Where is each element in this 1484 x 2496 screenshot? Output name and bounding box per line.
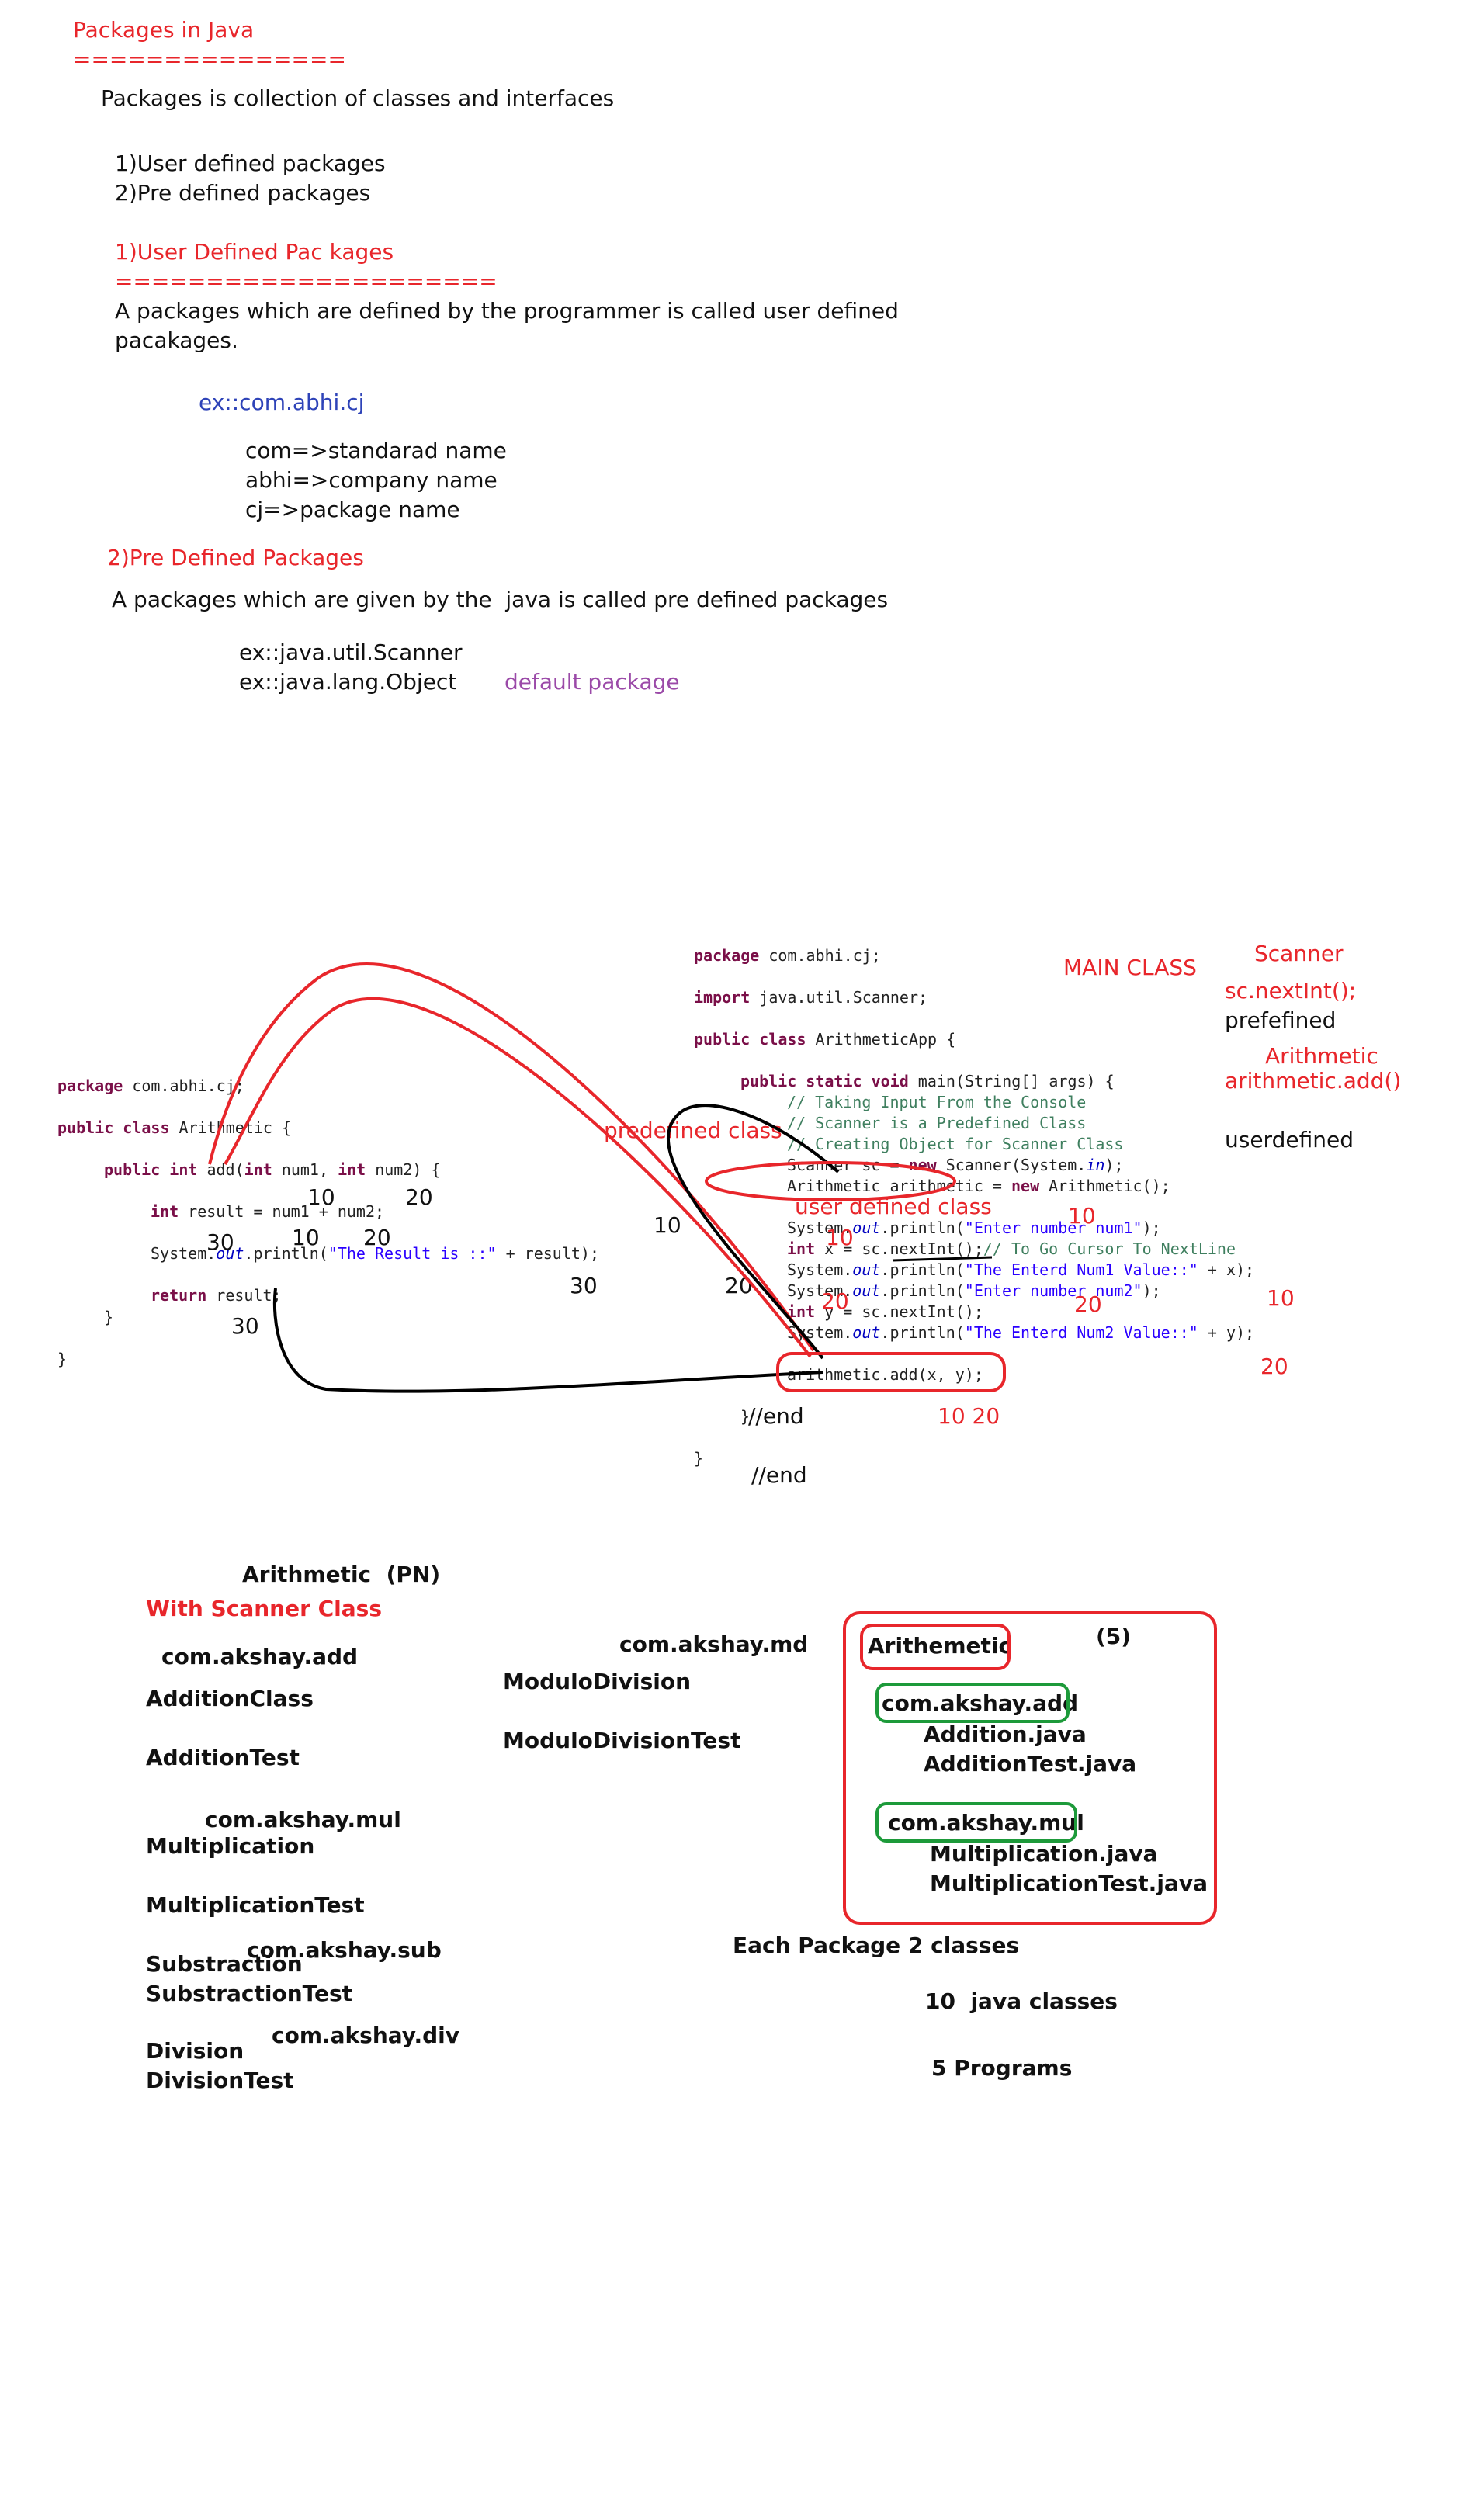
- next-int-label: sc.nextInt();: [1225, 978, 1357, 1004]
- user-defined-class-label: user defined class: [795, 1194, 992, 1219]
- pre-defined-example-2: ex::java.lang.Object: [239, 669, 457, 695]
- pkg-add-class: AdditionClass: [146, 1686, 314, 1711]
- project-count: (5): [1096, 1624, 1132, 1649]
- value-10-x: 10: [826, 1225, 854, 1250]
- value-10-print: 10: [1267, 1285, 1295, 1311]
- pkg-md-test: ModuloDivisionTest: [503, 1728, 741, 1753]
- app-code-line-5: Scanner sc = new Scanner(System.in);: [787, 1156, 1124, 1174]
- app-code-line-12: System.out.println("The Enterd Num2 Valu…: [787, 1323, 1255, 1342]
- type-item-2: 2)Pre defined packages: [115, 180, 371, 206]
- title-underline: ===============: [73, 47, 346, 72]
- red-arc-outer: [208, 962, 815, 1352]
- pkg-div-name: com.akshay.div: [272, 2023, 460, 2048]
- pkg-sub-test: SubstractionTest: [146, 1981, 353, 2006]
- pkg-div-class: Division: [146, 2038, 244, 2064]
- app-code-line-14: }: [740, 1407, 751, 1426]
- pre-defined-example-1: ex::java.util.Scanner: [239, 640, 463, 665]
- app-code-line-8: int x = sc.nextInt();// To Go Cursor To …: [787, 1239, 1236, 1258]
- pkg-add-test: AdditionTest: [146, 1745, 300, 1770]
- project-file-multiplication-test: MultiplicationTest.java: [930, 1870, 1208, 1896]
- value-10-param: 10: [307, 1184, 335, 1210]
- example-part-cj: cj=>package name: [245, 497, 460, 522]
- program-list-title: Arithmetic (PN): [242, 1562, 441, 1587]
- default-package-note: default package: [504, 669, 680, 695]
- user-defined-example: ex::com.abhi.cj: [199, 390, 365, 415]
- arith-code-line-2: public class Arithmetic {: [57, 1118, 292, 1137]
- app-comment-2: // Scanner is a Predefined Class: [787, 1114, 1087, 1132]
- value-10-arrow: 10: [654, 1212, 681, 1238]
- value-20-y: 20: [821, 1288, 849, 1314]
- userdefined-label: userdefined: [1225, 1127, 1354, 1153]
- pkg-add-name: com.akshay.add: [161, 1644, 359, 1669]
- value-20-num2: 20: [363, 1225, 391, 1250]
- value-10-20-call: 10 20: [938, 1403, 1000, 1429]
- app-code-line-11: int y = sc.nextInt();: [787, 1302, 983, 1321]
- scanner-label: Scanner: [1254, 941, 1344, 966]
- user-defined-desc-2: pacakages.: [115, 328, 238, 353]
- user-defined-desc-1: A packages which are defined by the prog…: [115, 298, 899, 324]
- value-30-return: 30: [231, 1313, 259, 1339]
- app-code-line-4: public static void main(String[] args) {: [740, 1072, 1115, 1090]
- arith-code-line-3: public int add(int num1, int num2) {: [104, 1160, 441, 1179]
- arith-code-line-7: }: [104, 1308, 114, 1326]
- value-20-arrow: 20: [725, 1273, 753, 1298]
- app-code-line-3: public class ArithmeticApp {: [694, 1030, 956, 1049]
- app-code-line-9: System.out.println("The Enterd Num1 Valu…: [787, 1260, 1255, 1279]
- user-defined-heading: 1)User Defined Pac kages: [115, 239, 394, 265]
- app-code-line-15: }: [694, 1449, 704, 1468]
- black-return-curve: [272, 1288, 823, 1393]
- pkg-md-name: com.akshay.md: [619, 1631, 809, 1657]
- prefefined-label: prefefined: [1225, 1007, 1337, 1033]
- pkg-mul-name: com.akshay.mul: [205, 1807, 401, 1832]
- project-file-multiplication: Multiplication.java: [930, 1841, 1158, 1867]
- pkg-div-test: DivisionTest: [146, 2068, 294, 2093]
- app-code-line-2: import java.util.Scanner;: [694, 988, 928, 1007]
- project-file-addition: Addition.java: [924, 1721, 1087, 1747]
- example-part-com: com=>standarad name: [245, 438, 507, 463]
- main-class-label: MAIN CLASS: [1063, 955, 1197, 980]
- app-code-line-1: package com.abhi.cj;: [694, 946, 881, 965]
- pkg-md-class: ModuloDivision: [503, 1669, 692, 1694]
- type-item-1: 1)User defined packages: [115, 151, 386, 176]
- value-20-print: 20: [1260, 1354, 1288, 1379]
- summary-each-package: Each Package 2 classes: [733, 1933, 1020, 1958]
- value-10-num1: 10: [292, 1225, 320, 1250]
- arith-code-line-4: int result = num1 + num2;: [151, 1202, 385, 1221]
- arithmetic-label: Arithmetic: [1265, 1043, 1378, 1069]
- project-pkg-add: com.akshay.add: [882, 1690, 1079, 1716]
- app-code-line-13: arithmetic.add(x, y);: [787, 1365, 983, 1384]
- arithmetic-add-label: arithmetic.add(): [1225, 1068, 1402, 1094]
- project-name: Arithemetic: [868, 1633, 1012, 1659]
- pkg-sub-class: Substraction: [146, 1951, 303, 1977]
- project-file-addition-test: AdditionTest.java: [924, 1751, 1137, 1777]
- summary-programs: 5 Programs: [931, 2055, 1073, 2081]
- summary-java-classes: 10 java classes: [925, 1988, 1118, 2014]
- pre-defined-heading: 2)Pre Defined Packages: [107, 545, 364, 570]
- example-part-abhi: abhi=>company name: [245, 467, 498, 493]
- value-20-input: 20: [1074, 1291, 1102, 1317]
- pkg-mul-test: MultiplicationTest: [146, 1892, 365, 1918]
- value-10-input: 10: [1068, 1203, 1096, 1229]
- pkg-sub-name: com.akshay.sub: [247, 1937, 442, 1963]
- pre-defined-desc: A packages which are given by the java i…: [112, 587, 889, 612]
- arith-code-line-1: package com.abhi.cj;: [57, 1076, 244, 1095]
- user-defined-underline: =====================: [115, 269, 498, 294]
- program-list-subtitle: With Scanner Class: [146, 1596, 382, 1621]
- end-label-2: //end: [751, 1462, 807, 1488]
- page-title: Packages in Java: [73, 17, 255, 43]
- value-30-print: 30: [570, 1273, 598, 1298]
- predefined-class-label: predefined class: [604, 1118, 782, 1143]
- end-label-1: //end: [748, 1403, 804, 1429]
- intro-text: Packages is collection of classes and in…: [101, 85, 615, 111]
- app-comment-1: // Taking Input From the Console: [787, 1093, 1087, 1111]
- pkg-mul-class: Multiplication: [146, 1833, 315, 1859]
- value-20-param: 20: [405, 1184, 433, 1210]
- arith-code-line-6: return result;: [151, 1286, 282, 1305]
- project-pkg-mul: com.akshay.mul: [888, 1810, 1084, 1836]
- value-30-result: 30: [206, 1229, 234, 1255]
- arith-code-line-8: }: [57, 1350, 68, 1368]
- app-comment-3: // Creating Object for Scanner Class: [787, 1135, 1124, 1153]
